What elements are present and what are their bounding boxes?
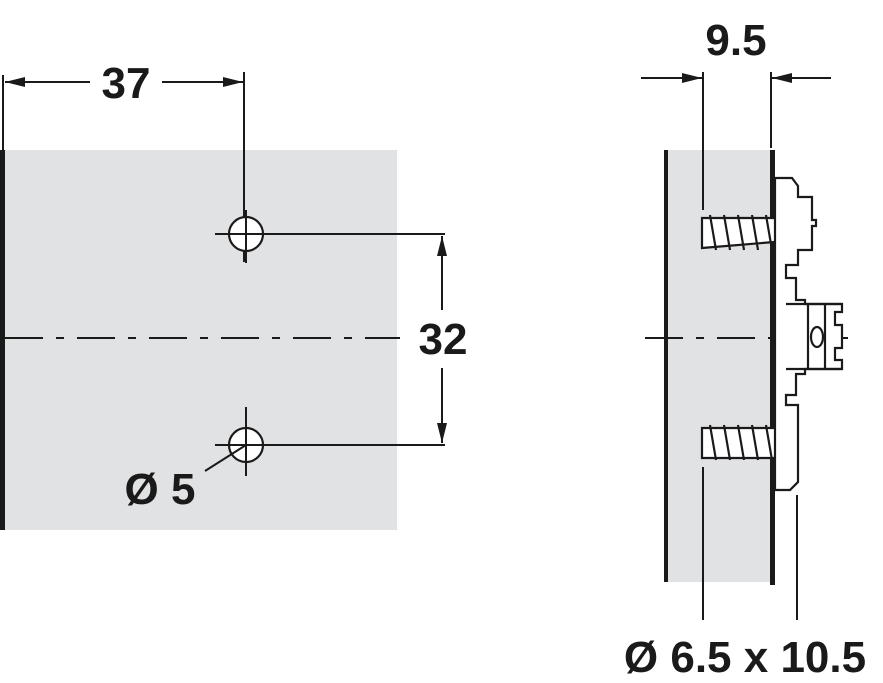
side-panel-right-edge — [770, 150, 775, 585]
hole-bottom — [204, 407, 445, 476]
panel-edge — [0, 150, 5, 530]
front-view: 37 32 Ø 5 — [0, 59, 467, 530]
dimension-9-5: 9.5 — [641, 16, 831, 210]
dim-32-label: 32 — [419, 315, 468, 364]
mounting-plate-profile — [773, 176, 844, 492]
hole-top — [215, 210, 445, 263]
screw-size-label: Ø 6.5 x 10.5 — [624, 633, 866, 682]
side-panel — [666, 150, 772, 582]
dim-9-5-label: 9.5 — [705, 16, 766, 65]
side-panel-left-edge — [664, 150, 668, 582]
dimension-32: 32 — [419, 236, 468, 443]
dimension-37: 37 — [2, 59, 245, 262]
mounting-plate-panel — [4, 150, 397, 530]
hole-diameter-label: Ø 5 — [125, 465, 196, 514]
side-view: 9.5 — [624, 16, 866, 682]
dim-37-label: 37 — [102, 59, 151, 108]
